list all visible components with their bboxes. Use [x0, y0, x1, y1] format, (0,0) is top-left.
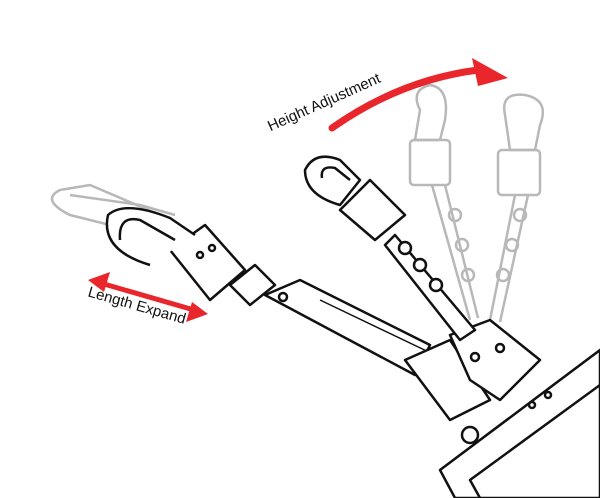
main-arm [105, 206, 542, 445]
upright-arm [303, 155, 477, 342]
monitor [438, 348, 600, 498]
length-expand-arrow [88, 272, 208, 322]
height-adjustment-arrow [328, 58, 508, 132]
ghost-arms [50, 83, 545, 323]
